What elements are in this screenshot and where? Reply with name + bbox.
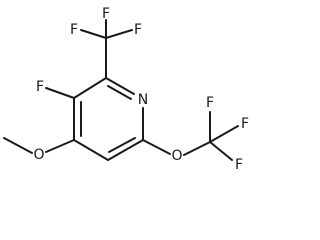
atom-f-cf3-left: F bbox=[70, 22, 78, 38]
atom-f-cf3-top: F bbox=[102, 6, 110, 22]
atom-f-ocf3-bottom: F bbox=[235, 157, 243, 173]
structure-svg: F F F F N O O F F F bbox=[3, 6, 249, 173]
bonds bbox=[3, 19, 239, 161]
bond-cf3-f-left bbox=[80, 29, 107, 39]
atom-labels: F F F F N O O F F F bbox=[33, 6, 249, 173]
atom-o-trifluoromethoxy: O bbox=[171, 148, 182, 164]
bond-c2-n1-inner bbox=[107, 85, 132, 100]
atom-f-cf3-right: F bbox=[134, 22, 142, 38]
atom-f-ocf3-right: F bbox=[241, 116, 249, 132]
bond-c5-c4 bbox=[73, 139, 109, 161]
bond-c4-o bbox=[45, 139, 75, 153]
atom-f-ocf3-top: F bbox=[206, 95, 214, 111]
bond-o-cf3 bbox=[183, 141, 211, 156]
bond-c3-f bbox=[45, 87, 75, 99]
atom-n-ring: N bbox=[138, 92, 148, 108]
bond-c2-c3 bbox=[73, 77, 107, 99]
bond-cf3-f-right bbox=[105, 29, 133, 39]
bond-ocf3-f-bottom bbox=[209, 141, 233, 161]
bond-c6-c5-inner bbox=[108, 137, 136, 153]
bond-ocf3-f-right bbox=[209, 125, 239, 143]
bond-c6-o bbox=[142, 139, 171, 155]
atom-o-methoxy: O bbox=[33, 147, 44, 163]
atom-f-ring: F bbox=[36, 79, 44, 95]
bond-c2-n1 bbox=[105, 77, 135, 95]
bond-c6-c5 bbox=[107, 139, 144, 161]
bond-o-methyl bbox=[3, 137, 33, 154]
molecule-diagram: F F F F N O O F F F bbox=[3, 6, 250, 173]
